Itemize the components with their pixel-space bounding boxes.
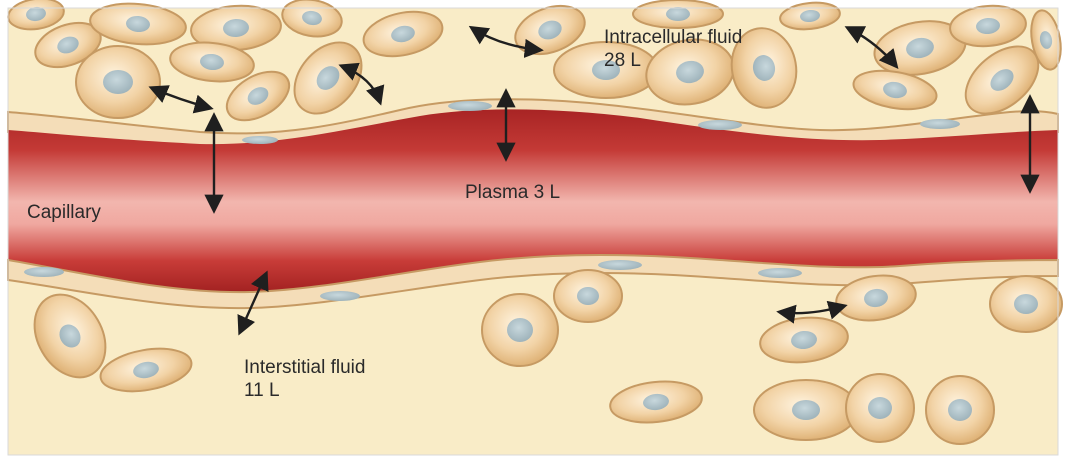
plasma-label: Plasma 3 L: [465, 181, 560, 204]
interstitial-fluid-volume: 11 L: [244, 379, 365, 402]
cell: [846, 374, 914, 442]
cell: [554, 270, 622, 322]
cell: [926, 376, 994, 444]
intracellular-fluid-name: Intracellular fluid: [604, 26, 742, 49]
cell: [482, 294, 558, 366]
cell: [633, 0, 723, 28]
interstitial-fluid-name: Interstitial fluid: [244, 356, 365, 379]
cell: [76, 46, 160, 118]
capillary-label: Capillary: [27, 201, 101, 224]
cell: [990, 276, 1062, 332]
intracellular-fluid-volume: 28 L: [604, 49, 742, 72]
interstitial-fluid-label: Interstitial fluid 11 L: [244, 356, 365, 402]
intracellular-fluid-label: Intracellular fluid 28 L: [604, 26, 742, 72]
cell: [754, 380, 858, 440]
